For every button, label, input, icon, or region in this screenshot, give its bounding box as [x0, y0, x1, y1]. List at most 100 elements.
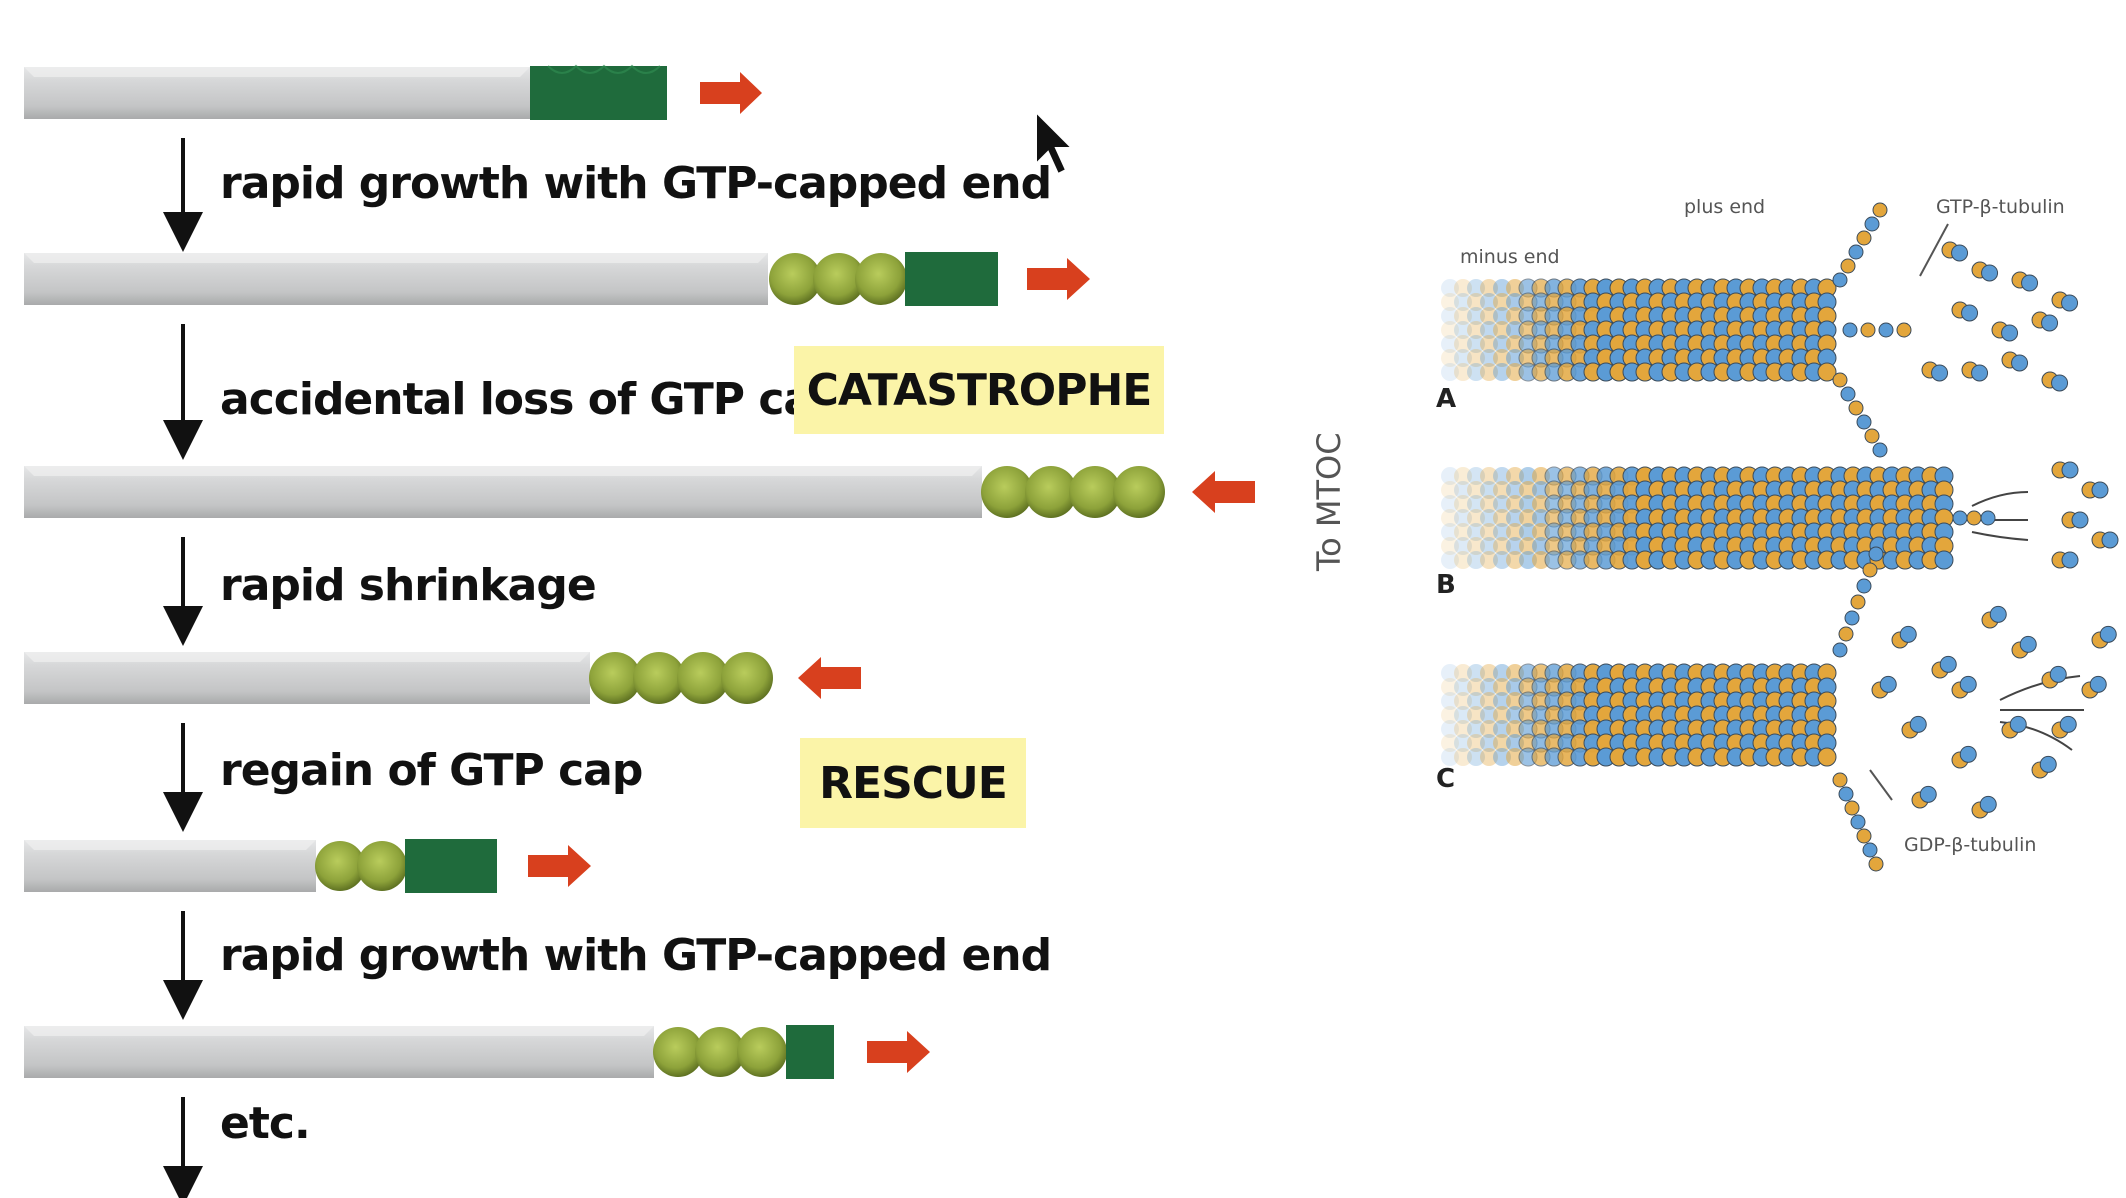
tubulin-subunit [1493, 748, 1511, 766]
tubulin-subunit [1454, 495, 1472, 513]
tubulin-subunit [1441, 748, 1459, 766]
tubulin-subunit [1848, 244, 1864, 260]
tubulin-subunit [1838, 626, 1854, 642]
tubulin-subunit [1441, 467, 1459, 485]
panel-c-arrows [1999, 675, 2084, 751]
tubulin-subunit [1817, 362, 1837, 382]
tubulin-subunit [1532, 495, 1550, 513]
gdp-subunit [981, 466, 1033, 518]
tubulin-subunit [1454, 692, 1472, 710]
tubulin-subunit [2071, 511, 2089, 529]
tubulin-subunit [1441, 537, 1459, 555]
tubulin-subunit [1493, 293, 1511, 311]
tubulin-subunit [1979, 795, 1997, 813]
tubulin-subunit [1493, 720, 1511, 738]
tubulin-subunit [2101, 531, 2119, 549]
gdp-subunit [737, 1027, 787, 1077]
tubulin-subunit [1467, 481, 1485, 499]
tubulin-subunit [1493, 307, 1511, 325]
tubulin-subunit [1506, 321, 1524, 339]
tubulin-subunit [1981, 264, 1999, 282]
tubulin-subunit [2061, 294, 2079, 312]
gdp-subunit [1069, 466, 1121, 518]
tubulin-subunit [1454, 678, 1472, 696]
tubulin-subunit [1441, 509, 1459, 527]
tubulin-subunit [1493, 335, 1511, 353]
tubulin-subunit [1493, 537, 1511, 555]
tubulin-subunit [1441, 363, 1459, 381]
microtubule-row-6 [24, 1025, 930, 1079]
tubulin-subunit [1844, 610, 1860, 626]
tubulin-subunit [1519, 467, 1537, 485]
tubulin-subunit [1480, 467, 1498, 485]
microtubule-row-4 [24, 652, 861, 704]
tubulin-subunit [1467, 537, 1485, 555]
tubulin-subunit [1832, 372, 1848, 388]
tubulin-subunit [2051, 374, 2069, 392]
tubulin-subunit [1480, 523, 1498, 541]
tubulin-subunit [1480, 321, 1498, 339]
gdp-subunit [315, 841, 365, 891]
gdp-subunit [855, 253, 907, 305]
tubulin-subunit [1493, 706, 1511, 724]
tubulin-subunit [1454, 734, 1472, 752]
tubulin-subunit [1441, 692, 1459, 710]
panel-label-a: A [1436, 384, 1457, 414]
gtp-tubulin-leader [1919, 223, 1949, 277]
tubulin-subunit [1519, 495, 1537, 513]
gdp-subunit [813, 253, 865, 305]
tubulin-subunit [1493, 363, 1511, 381]
tubulin-subunit [1480, 495, 1498, 513]
tubulin-subunit [1493, 495, 1511, 513]
tubulin-subunit [2019, 635, 2037, 653]
microtubule-row-5 [24, 839, 591, 893]
tubulin-subunit [1441, 706, 1459, 724]
gtp-cap-block [786, 1025, 834, 1079]
shrink-arrow-icon [798, 657, 861, 699]
tubulin-subunit [1879, 675, 1897, 693]
tubulin-subunit [1532, 551, 1550, 569]
tubulin-subunit [1480, 706, 1498, 724]
tubulin-subunit [1506, 678, 1524, 696]
tubulin-subunit [1519, 551, 1537, 569]
tubulin-subunit [1467, 307, 1485, 325]
gtp-cap-block [905, 252, 998, 306]
tubulin-subunit [1441, 551, 1459, 569]
tubulin-subunit [1919, 785, 1937, 803]
tubulin-subunit [1467, 335, 1485, 353]
tubulin-subunit [1480, 551, 1498, 569]
gdp-subunit [769, 253, 821, 305]
tubulin-subunit [1454, 335, 1472, 353]
tubulin-subunit [1838, 786, 1854, 802]
tubulin-subunit [1934, 550, 1954, 570]
plus-end-label: plus end [1684, 196, 1766, 218]
tubulin-subunit [1817, 747, 1837, 767]
tubulin-subunit [2061, 461, 2079, 479]
tubulin-subunit [1832, 642, 1848, 658]
gdp-subunit [589, 652, 641, 704]
to-mtoc-label: To MTOC [1310, 432, 1348, 571]
tubulin-subunit [1493, 678, 1511, 696]
tubulin-subunit [2049, 665, 2067, 683]
tubulin-subunit [2099, 625, 2117, 643]
tubulin-subunit [1467, 293, 1485, 311]
tubulin-subunit [2091, 481, 2109, 499]
tubulin-subunit [1441, 293, 1459, 311]
microtubule-row-1 [24, 64, 762, 120]
tubulin-subunit [2059, 715, 2077, 733]
gdp-subunit [653, 1027, 703, 1077]
tubulin-subunit [1850, 814, 1866, 830]
tubulin-subunit [1506, 495, 1524, 513]
tubulin-subunit [1506, 307, 1524, 325]
tubulin-subunit [1480, 664, 1498, 682]
tubulin-subunit [1480, 335, 1498, 353]
tubulin-subunit [1480, 509, 1498, 527]
tubulin-subunit [2061, 551, 2079, 569]
panel-label-b: B [1436, 570, 1456, 600]
tubulin-subunit [1467, 720, 1485, 738]
tubulin-subunit [1989, 605, 2007, 623]
gdp-subunit [633, 652, 685, 704]
step-label-3: rapid shrinkage [220, 560, 597, 611]
tubulin-subunit [1480, 307, 1498, 325]
tubulin-subunit [1454, 551, 1472, 569]
